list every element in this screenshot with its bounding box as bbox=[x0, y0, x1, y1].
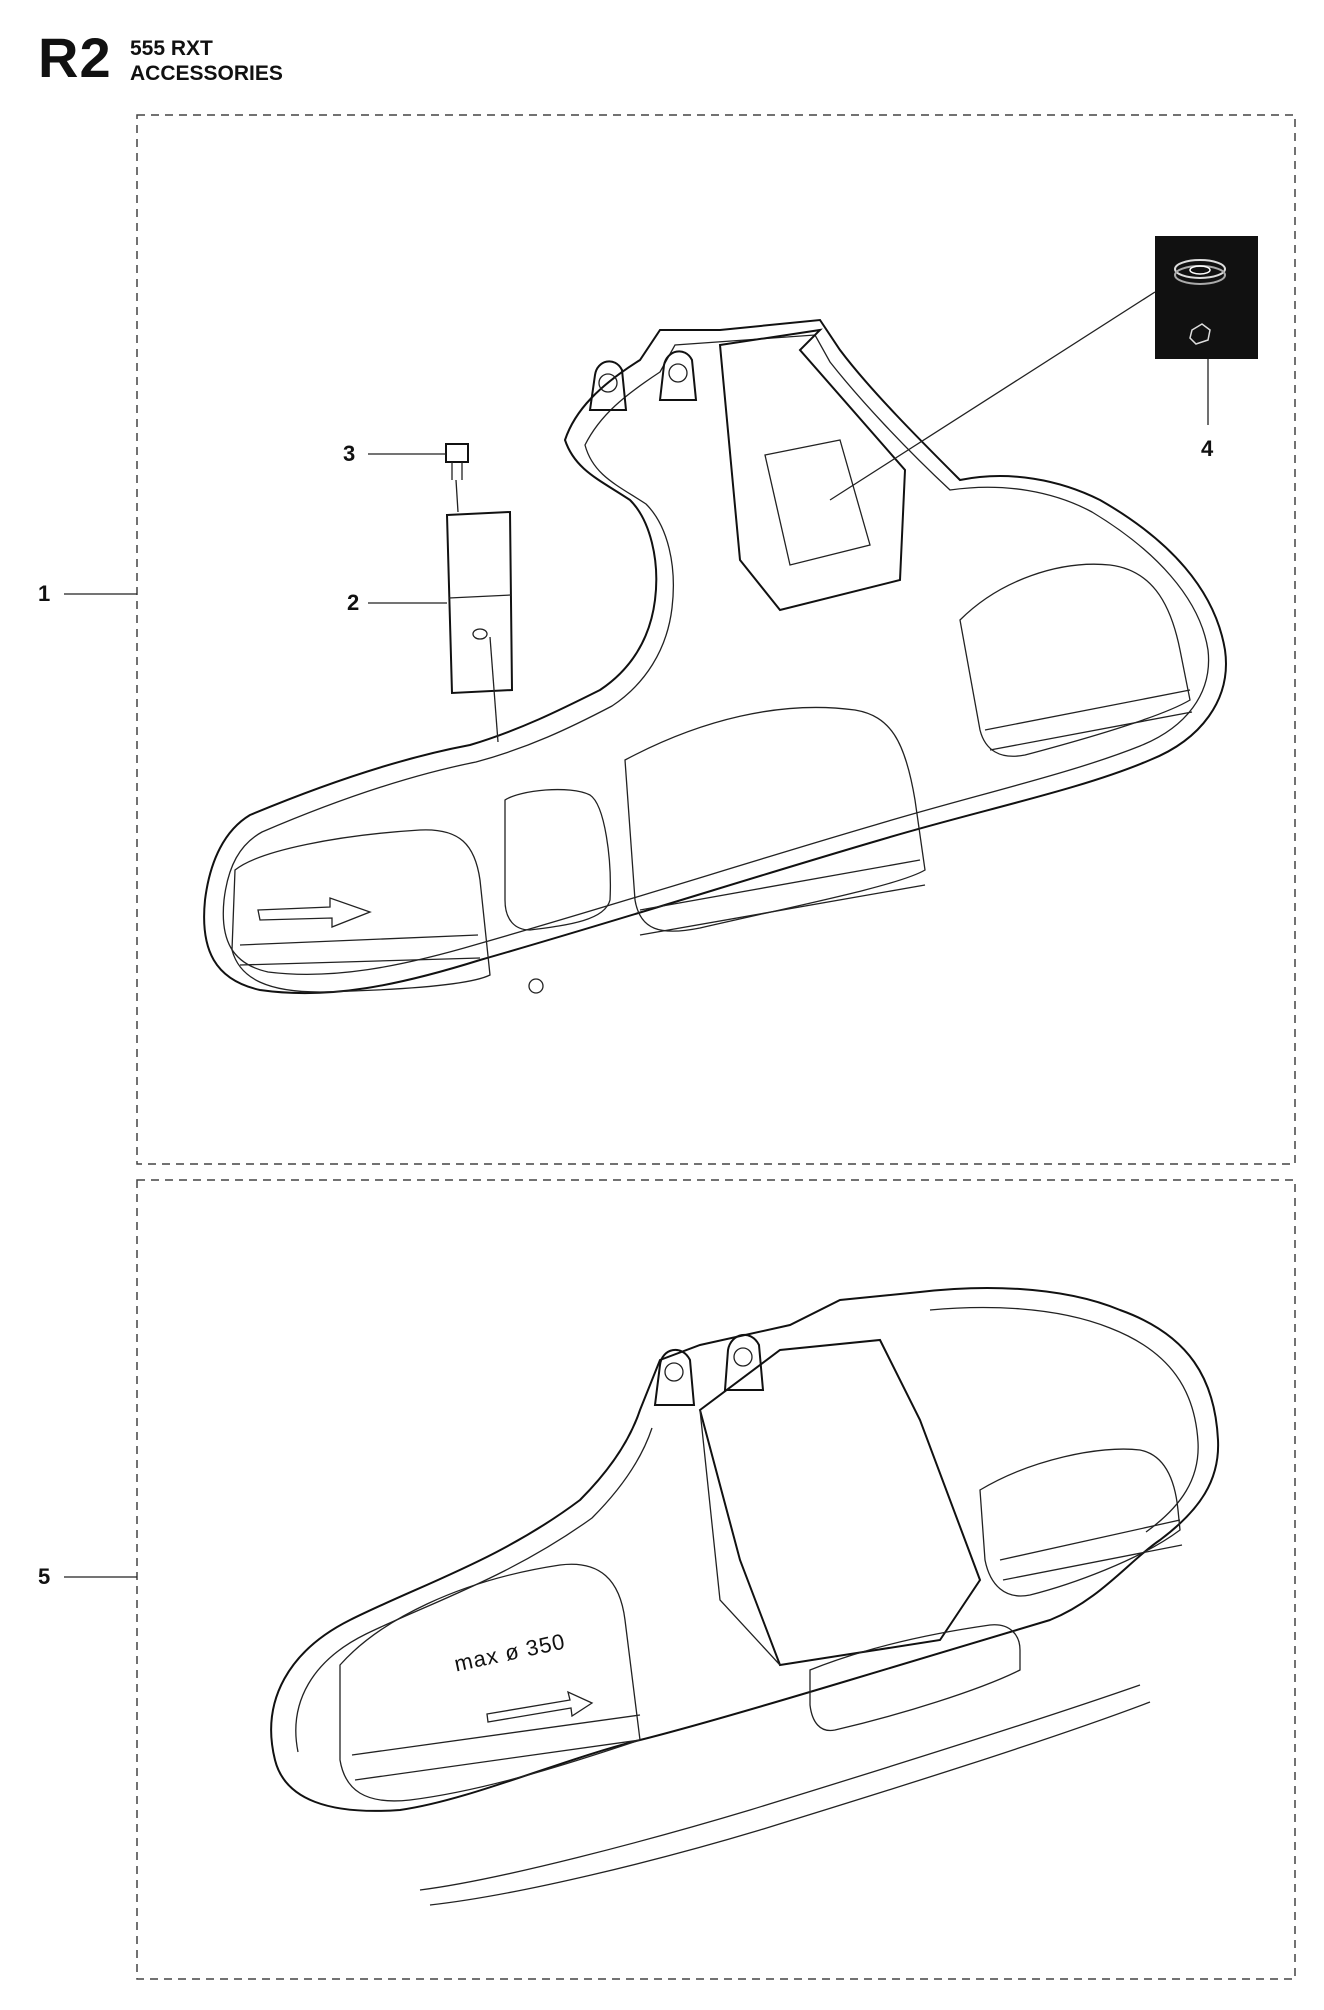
assembly-box-5 bbox=[136, 1179, 1296, 1980]
model-name: 555 RXT bbox=[130, 37, 213, 60]
trimmer-guard-bottom bbox=[270, 1287, 1220, 1906]
callout-4: 4 bbox=[1201, 436, 1214, 461]
callout-3: 3 bbox=[343, 441, 356, 466]
callout-1: 1 bbox=[38, 581, 51, 606]
section-title: ACCESSORIES bbox=[130, 62, 283, 85]
part-4-kit-thumbnail bbox=[1155, 236, 1258, 359]
part-2-plate bbox=[445, 510, 514, 743]
page-code: R2 bbox=[38, 26, 112, 89]
callout-2: 2 bbox=[347, 590, 360, 615]
callout-5: 5 bbox=[38, 1564, 51, 1589]
leader-4-to-label bbox=[829, 291, 1156, 501]
assembly-box-1 bbox=[136, 114, 1296, 1165]
part-3-screw bbox=[445, 443, 469, 513]
trimmer-guard-top bbox=[203, 318, 1227, 995]
